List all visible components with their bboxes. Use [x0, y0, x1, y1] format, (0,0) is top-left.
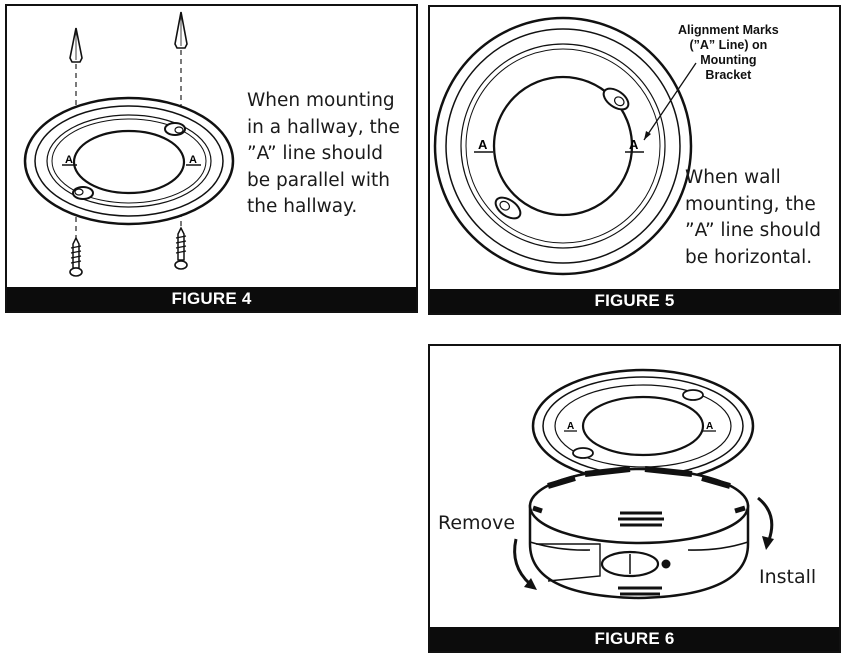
- a-mark-left: A: [65, 154, 73, 166]
- screw-left: [69, 236, 83, 277]
- figure-4-instructions: When mounting in a hallway, the ”A” line…: [247, 88, 400, 221]
- wall-anchor-left: [69, 27, 83, 63]
- instruction-line: When mounting: [247, 90, 395, 111]
- callout-line: Mounting: [700, 53, 757, 67]
- bracket-center-opening: [72, 129, 186, 195]
- instruction-line: ”A” line should: [685, 220, 821, 241]
- instruction-line: in a hallway, the: [247, 116, 400, 138]
- figure-5-caption: FIGURE 5: [430, 289, 839, 313]
- keyhole-slot-bottom: [494, 196, 522, 220]
- figure-6-illustration: A A: [513, 368, 774, 600]
- callout-line: Bracket: [705, 68, 752, 82]
- keyhole-slot-top: [164, 122, 186, 136]
- figure-4-caption: FIGURE 4: [7, 287, 416, 311]
- instruction-line: mounting, the: [685, 193, 816, 215]
- keyhole-slot-bottom: [72, 186, 94, 200]
- wall-anchor-right: [174, 11, 188, 49]
- a-mark-right: A: [706, 421, 713, 432]
- instruction-line: ”A” line should: [247, 143, 383, 164]
- alignment-marks-callout: Alignment Marks (”A” Line) on Mounting B…: [678, 23, 779, 83]
- a-mark-left: A: [478, 137, 488, 152]
- instruction-line: When wall: [685, 167, 781, 188]
- callout-leader-line: [643, 62, 697, 141]
- mounting-bracket: A A: [531, 368, 755, 484]
- a-mark-left: A: [567, 421, 574, 432]
- install-label: Install: [759, 566, 817, 588]
- remove-arrow: [513, 538, 537, 590]
- install-arrow: [757, 496, 774, 550]
- figure-4-illustration: A A: [23, 11, 235, 277]
- figure-6-panel: A A: [428, 344, 841, 653]
- a-mark-right: A: [189, 154, 197, 166]
- smoke-alarm: [528, 466, 750, 600]
- figure-5-illustration: A A: [433, 16, 697, 276]
- callout-line: (”A” Line) on: [689, 38, 768, 52]
- keyhole-slot-top: [602, 87, 630, 111]
- figure-4-panel: A A When mounting in a hallway, the ”A” …: [5, 4, 418, 313]
- indicator-light: [661, 559, 671, 569]
- figure-6-caption: FIGURE 6: [430, 627, 839, 651]
- a-mark-right: A: [629, 137, 639, 152]
- instruction-line: be horizontal.: [685, 246, 813, 268]
- figure-5-instructions: When wall mounting, the ”A” line should …: [685, 165, 821, 271]
- screw-right: [174, 226, 188, 270]
- instruction-line: the hallway.: [247, 196, 358, 217]
- figure-5-panel: A A Alignment Marks (”A” Line) on Mounti…: [428, 5, 841, 315]
- remove-label: Remove: [438, 512, 516, 534]
- bracket-center-opening: [492, 75, 634, 217]
- callout-line: Alignment Marks: [678, 23, 779, 37]
- instruction-line: be parallel with: [247, 169, 390, 191]
- vent-grille: [618, 511, 664, 527]
